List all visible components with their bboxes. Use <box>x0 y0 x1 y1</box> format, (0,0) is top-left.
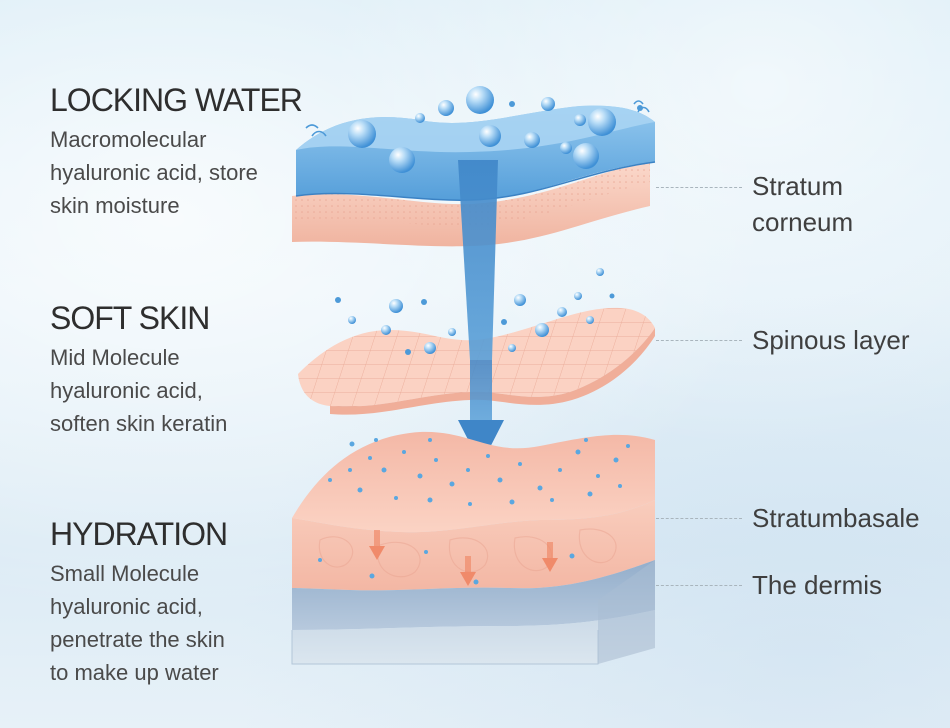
description-line: Macromolecular <box>50 127 207 152</box>
description-line: to make up water <box>50 660 219 685</box>
leader-line-spinous <box>656 340 742 341</box>
description-line: skin moisture <box>50 193 180 218</box>
ripple-icon <box>305 100 650 137</box>
skin-block <box>291 431 655 665</box>
label-line: corneum <box>752 207 854 237</box>
description-line: soften skin keratin <box>50 411 228 436</box>
soft-skin-description: Mid Molecule hyaluronic acid, soften ski… <box>50 341 227 440</box>
stratum-corneum-layer <box>292 105 656 247</box>
description-line: hyaluronic acid, store <box>50 160 258 185</box>
label-line: Spinous layer <box>752 325 910 355</box>
penetration-arrows <box>369 530 558 586</box>
locking-water-block: LOCKING WATER Macromolecular hyaluronic … <box>50 82 303 222</box>
label-line: Stratumbasale <box>752 503 920 533</box>
leader-line-basale <box>656 518 742 519</box>
leader-line-dermis <box>656 585 742 586</box>
hydration-block: HYDRATION Small Molecule hyaluronic acid… <box>50 516 228 689</box>
orange-arrow-icon-1 <box>369 530 385 560</box>
description-line: hyaluronic acid, <box>50 594 203 619</box>
description-line: hyaluronic acid, <box>50 378 203 403</box>
label-line: Stratum <box>752 171 844 201</box>
label-line: The dermis <box>752 570 883 600</box>
orange-arrow-icon-3 <box>542 542 558 572</box>
description-line: Small Molecule <box>50 561 200 586</box>
orange-arrow-icon-2 <box>460 556 476 586</box>
description-line: penetrate the skin <box>50 627 225 652</box>
label-spinous-layer: Spinous layer <box>752 322 910 358</box>
label-stratum-corneum: Stratum corneum <box>752 168 853 240</box>
hydration-title: HYDRATION <box>50 516 228 552</box>
description-line: Mid Molecule <box>50 345 180 370</box>
soft-skin-title: SOFT SKIN <box>50 300 210 336</box>
hydration-description: Small Molecule hyaluronic acid, penetrat… <box>50 557 227 689</box>
soft-skin-block: SOFT SKIN Mid Molecule hyaluronic acid, … <box>50 300 227 440</box>
leader-line-corneum <box>656 187 742 188</box>
locking-water-title: LOCKING WATER <box>50 82 303 118</box>
locking-water-description: Macromolecular hyaluronic acid, store sk… <box>50 123 302 222</box>
label-dermis: The dermis <box>752 567 882 603</box>
water-bubble-icon <box>318 86 643 585</box>
label-stratum-basale: Stratumbasale <box>752 500 920 536</box>
